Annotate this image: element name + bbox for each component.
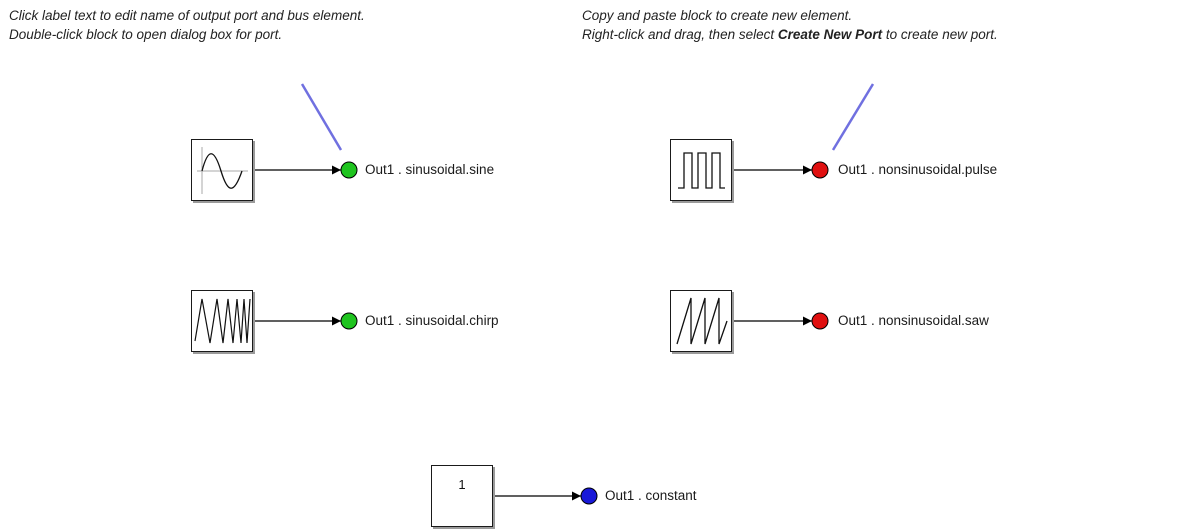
annotation-right-line2: Right-click and drag, then select Create… [582,25,998,44]
constant-value: 1 [458,477,466,492]
annotation-right-line2-pre: Right-click and drag, then select [582,27,778,42]
out-bus-element-port-saw[interactable] [811,312,829,330]
callout-line-right [831,83,875,151]
port-label-saw[interactable]: Out1 . nonsinusoidal.saw [838,313,989,328]
sawtooth-generator-block[interactable] [670,290,732,352]
sine-wave-block[interactable] [191,139,253,201]
port-label-chirp[interactable]: Out1 . sinusoidal.chirp [365,313,499,328]
create-new-port-text: Create New Port [777,27,883,42]
pulse-wave-icon [678,152,725,189]
port-label-constant[interactable]: Out1 . constant [605,488,697,503]
pulse-generator-block[interactable] [670,139,732,201]
out-bus-element-port-sine[interactable] [340,161,358,179]
port-label-pulse[interactable]: Out1 . nonsinusoidal.pulse [838,162,998,177]
annotation-left-line2: Double-click block to open dialog box fo… [9,27,283,42]
annotation-left-line1: Click label text to edit name of output … [9,8,365,23]
chirp-signal-block[interactable] [191,290,253,352]
sine-wave-icon [197,147,248,194]
out-bus-element-port-constant[interactable] [580,487,598,505]
out-bus-element-port-pulse[interactable] [811,161,829,179]
annotation-right-line1: Copy and paste block to create new eleme… [582,8,853,23]
callout-line-left [300,83,343,151]
port-label-sine[interactable]: Out1 . sinusoidal.sine [365,162,495,177]
annotation-right: Copy and paste block to create new eleme… [582,6,998,44]
annotation-left: Click label text to edit name of output … [9,6,365,44]
constant-block[interactable]: 1 [431,465,493,527]
annotation-right-line2-post: to create new port. [882,27,998,42]
out-bus-element-port-chirp[interactable] [340,312,358,330]
chirp-wave-icon [194,298,251,344]
sawtooth-wave-icon [676,297,728,345]
